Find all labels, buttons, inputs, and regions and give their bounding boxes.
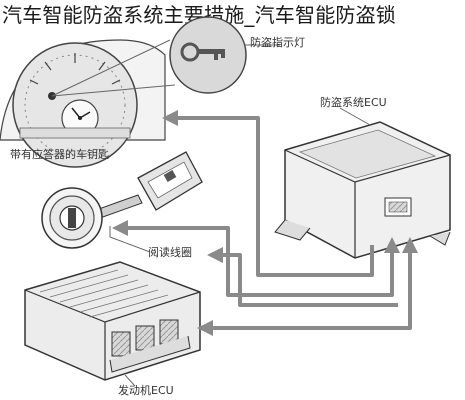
anti-theft-ecu: [274, 121, 451, 259]
antenna-coil-label: 阅读线圈: [148, 245, 192, 259]
key-icon: [180, 42, 225, 62]
engine-ecu-line: [197, 237, 418, 336]
warning-lamp-magnified: [169, 16, 247, 94]
warning-lamp-label: 防盗指示灯: [250, 35, 305, 49]
key-transponder-label: 带有应答器的车钥匙: [10, 147, 109, 161]
signal-connections: [112, 110, 418, 336]
anti-theft-ecu-label: 防盗系统ECU: [320, 95, 387, 109]
engine-ecu-connectors: [111, 319, 179, 357]
engine-ecu-label: 发动机ECU: [118, 383, 174, 397]
transponder-key: [95, 151, 203, 219]
ignition-lock: [41, 187, 103, 249]
instrument-cluster: [0, 39, 176, 168]
engine-ecu: [24, 261, 201, 381]
